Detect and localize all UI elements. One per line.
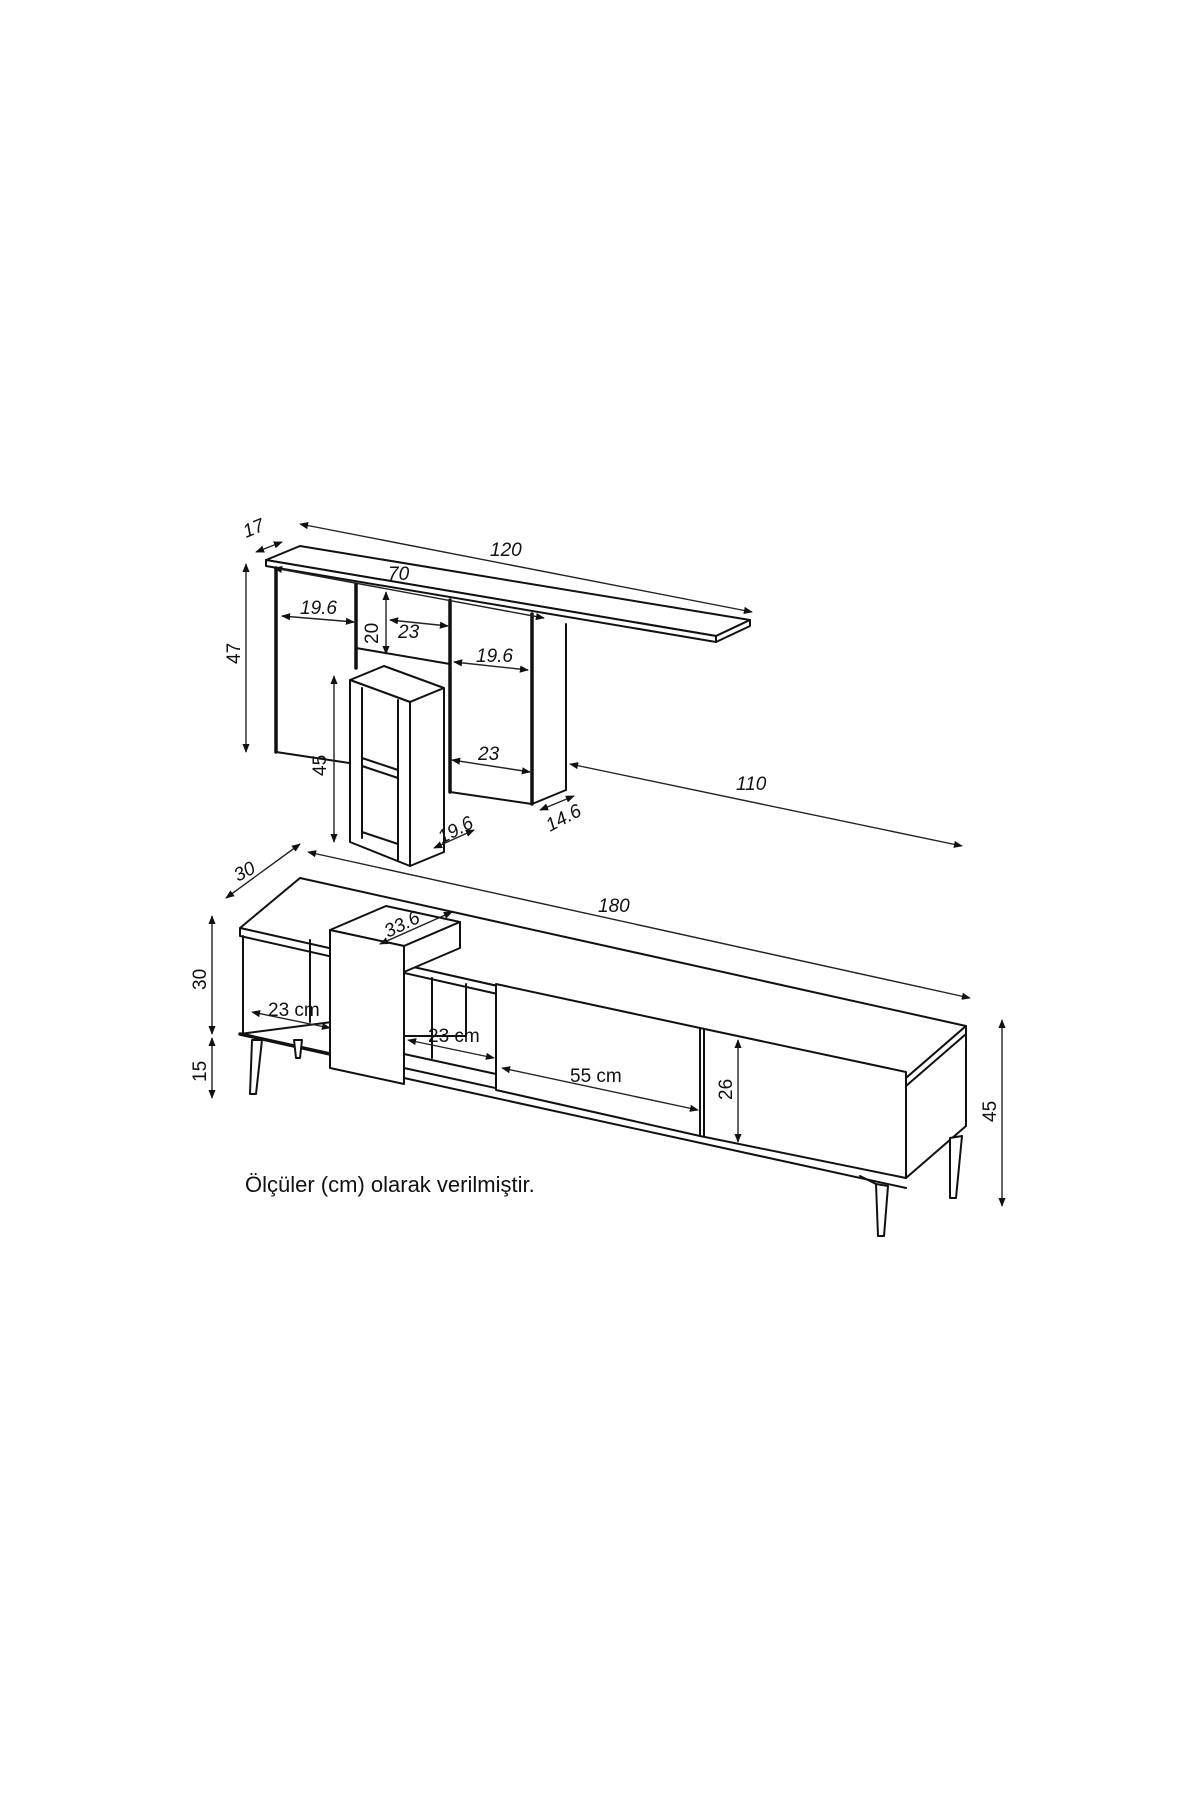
dim-45-cube: 45 [310, 755, 331, 776]
dim-center-23: 23 [397, 622, 420, 643]
leg-bracket [859, 1175, 877, 1185]
dim-45: 45 [980, 1101, 1001, 1122]
cube-bottom-shelf [361, 831, 399, 845]
dim-left-19-6-line [281, 613, 355, 625]
dim-center-23-line [389, 617, 449, 629]
dim-33-6-line [379, 911, 453, 945]
dim-lower-23-line [451, 757, 531, 775]
dimensions-note: Ölçüler (cm) olarak verilmiştir. [245, 1172, 535, 1197]
dim-55-line [501, 1066, 699, 1112]
cube-mid-shelf [361, 757, 399, 771]
dim-mid-23-line [407, 1038, 495, 1060]
leg-front-right [875, 1183, 889, 1237]
tv-left-bottom-back [239, 1021, 333, 1035]
dim-26: 26 [716, 1079, 737, 1100]
wall-center-shelf [355, 647, 451, 665]
dim-mid-23: 23 cm [428, 1026, 480, 1047]
tv-right-bottom [905, 1125, 967, 1179]
dim-30-depth-line [225, 843, 301, 899]
dim-right-19-6-line [453, 659, 529, 673]
wall-left-bottom [275, 751, 357, 765]
tower-front [329, 929, 405, 1085]
dim-cube-19-6-line [433, 829, 475, 849]
dim-47: 47 [224, 643, 245, 664]
dim-30-depth: 30 [230, 858, 259, 887]
wall-right-bottom [449, 791, 533, 805]
wall-top-shelf-end [715, 619, 751, 643]
dim-17: 17 [240, 515, 269, 543]
tv-left-bottom-shelf [238, 1032, 332, 1056]
dim-180: 180 [598, 896, 630, 917]
cube-mid-shelf-2 [361, 765, 399, 779]
tv-dimensions: 30 180 33.6 30 15 23 cm 23 cm 55 cm 26 4… [190, 843, 1006, 1207]
leg-front-left [249, 1039, 263, 1095]
dim-180-line [307, 850, 971, 1000]
leg-back-right [949, 1135, 963, 1199]
dim-20: 20 [362, 623, 383, 644]
dim-55: 55 cm [570, 1066, 622, 1087]
dim-right-19-6: 19.6 [476, 646, 513, 667]
dim-left-23-line [251, 1010, 331, 1030]
wall-unit [265, 545, 751, 867]
dim-70-line [273, 565, 545, 621]
dim-110: 110 [736, 774, 767, 795]
dim-left-23: 23 cm [268, 1000, 320, 1021]
tv-front-base [403, 1077, 907, 1189]
dim-15: 15 [190, 1061, 211, 1082]
dim-110-line [569, 762, 963, 848]
dim-70: 70 [388, 564, 410, 585]
dim-lower-23: 23 [477, 744, 500, 765]
dim-30-height: 30 [190, 969, 211, 990]
leg-back-left [293, 1039, 303, 1059]
dim-17-line [255, 541, 283, 553]
dim-left-19-6: 19.6 [300, 598, 337, 619]
dim-120: 120 [490, 540, 522, 561]
dim-14-6-line [539, 795, 575, 811]
